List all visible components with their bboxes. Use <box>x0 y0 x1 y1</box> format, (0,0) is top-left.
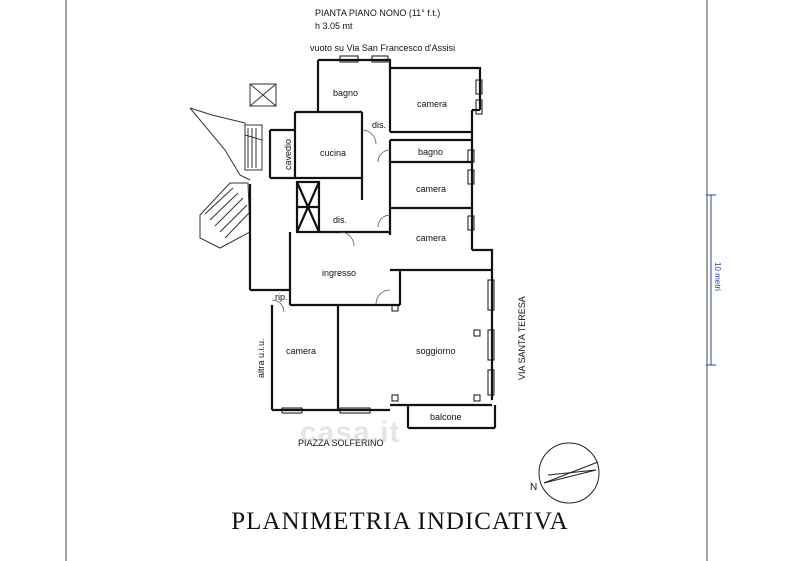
label-altra-uiu: altra u.i.u. <box>256 338 266 378</box>
room-label-camera-right: camera <box>416 233 447 243</box>
room-label-balcone: balcone <box>430 412 462 422</box>
plan-header-void: vuoto su Via San Francesco d'Assisi <box>310 43 456 53</box>
street-label-via-santa-teresa: VIA SANTA TERESA <box>517 296 527 380</box>
plan-header-height: h 3.05 mt <box>315 21 353 31</box>
watermark-logo: casa.it <box>300 416 401 449</box>
compass-rose <box>538 442 600 504</box>
room-label-camera-top: camera <box>417 99 448 109</box>
room-label-rip: rip. <box>275 292 288 302</box>
room-label-camera-left: camera <box>286 346 317 356</box>
room-label-cavedio: cavedio <box>283 138 293 170</box>
page-frame <box>65 0 708 561</box>
plan-title: PLANIMETRIA INDICATIVA <box>231 508 569 535</box>
room-label-ingresso: ingresso <box>322 268 357 278</box>
window-marks <box>281 55 495 414</box>
apartment-walls <box>248 58 497 430</box>
compass-north-label: N <box>530 482 538 493</box>
street-label-piazza-solferino: PIAZZA SOLFERINO <box>298 438 384 448</box>
room-label-cucina: cucina <box>320 148 347 158</box>
plan-header-floor: PIANTA PIANO NONO (11° f.t.) <box>315 8 441 18</box>
door-swings <box>271 129 391 313</box>
room-label-bagno-top: bagno <box>333 88 359 98</box>
room-label-camera-mid: camera <box>416 184 447 194</box>
neighbour-buildings <box>189 83 277 249</box>
room-label-dis-top: dis. <box>372 120 387 130</box>
room-label-dis-mid: dis. <box>333 215 348 225</box>
scale-label: 10 metri <box>713 262 722 291</box>
room-label-bagno-mid: bagno <box>418 147 444 157</box>
scale-bar <box>706 194 716 366</box>
room-label-soggiorno: soggiorno <box>416 346 456 356</box>
